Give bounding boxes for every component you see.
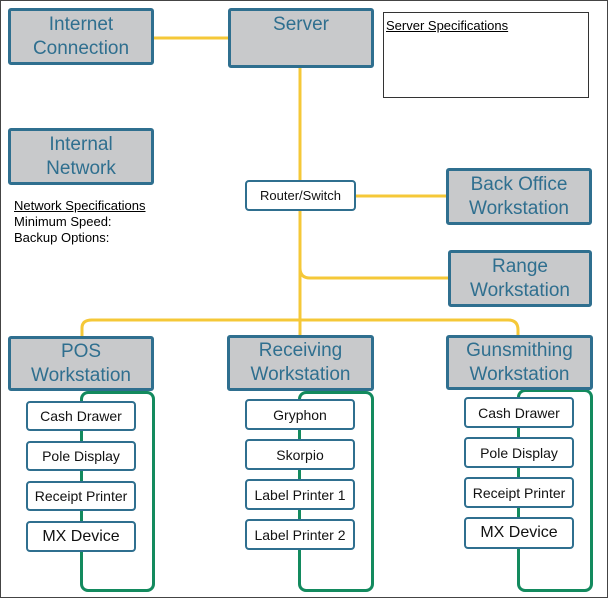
pos-device-receipt-printer: Receipt Printer [26,481,136,511]
router-switch-label: Router/Switch [260,188,341,203]
receiving-device-label-printer-1: Label Printer 1 [245,479,355,510]
back-office-workstation-label: Back Office Workstation [469,173,569,219]
server-specifications-box: Server Specifications [383,12,589,98]
back-office-workstation-box: Back Office Workstation [446,168,592,225]
router-range-link [298,211,448,280]
network-specifications-title: Network Specifications [14,198,146,213]
receiving-workstation-label: Receiving Workstation [250,340,351,385]
receiving-device-skorpio: Skorpio [245,439,355,470]
backup-options-label: Backup Options: [14,230,110,245]
minimum-speed-label: Minimum Speed: [14,214,112,229]
gunsmithing-workstation-box: Gunsmithing Workstation [446,335,593,390]
gunsmithing-device-cash-drawer: Cash Drawer [464,397,574,428]
pos-device-cash-drawer: Cash Drawer [26,401,136,431]
internet-connection-box: Internet Connection [8,8,154,65]
internet-connection-label: Internet Connection [32,13,130,59]
server-label: Server [273,14,329,35]
server-box: Server [228,8,374,68]
pos-workstation-box: POS Workstation [8,336,154,391]
range-workstation-box: Range Workstation [448,250,592,307]
pos-device-mx-device: MX Device [26,521,136,552]
network-specifications: Network Specifications Minimum Speed: Ba… [14,198,146,246]
internal-network-box: Internal Network [8,128,154,185]
gunsmithing-workstation-label: Gunsmithing Workstation [466,339,573,385]
gunsmithing-device-pole-display: Pole Display [464,437,574,468]
router-switch-box: Router/Switch [245,180,356,211]
workstation-bus-link [80,318,520,336]
pos-workstation-label: POS Workstation [31,340,131,386]
receiving-workstation-box: Receiving Workstation [227,335,374,391]
gunsmithing-device-mx-device: MX Device [464,517,574,549]
gunsmithing-device-receipt-printer: Receipt Printer [464,477,574,508]
server-specifications-title: Server Specifications [386,18,509,33]
internal-network-label: Internal Network [46,133,116,179]
range-workstation-label: Range Workstation [470,255,570,301]
pos-device-pole-display: Pole Display [26,441,136,471]
receiving-device-label-printer-2: Label Printer 2 [245,519,355,550]
receiving-device-gryphon: Gryphon [245,399,355,430]
